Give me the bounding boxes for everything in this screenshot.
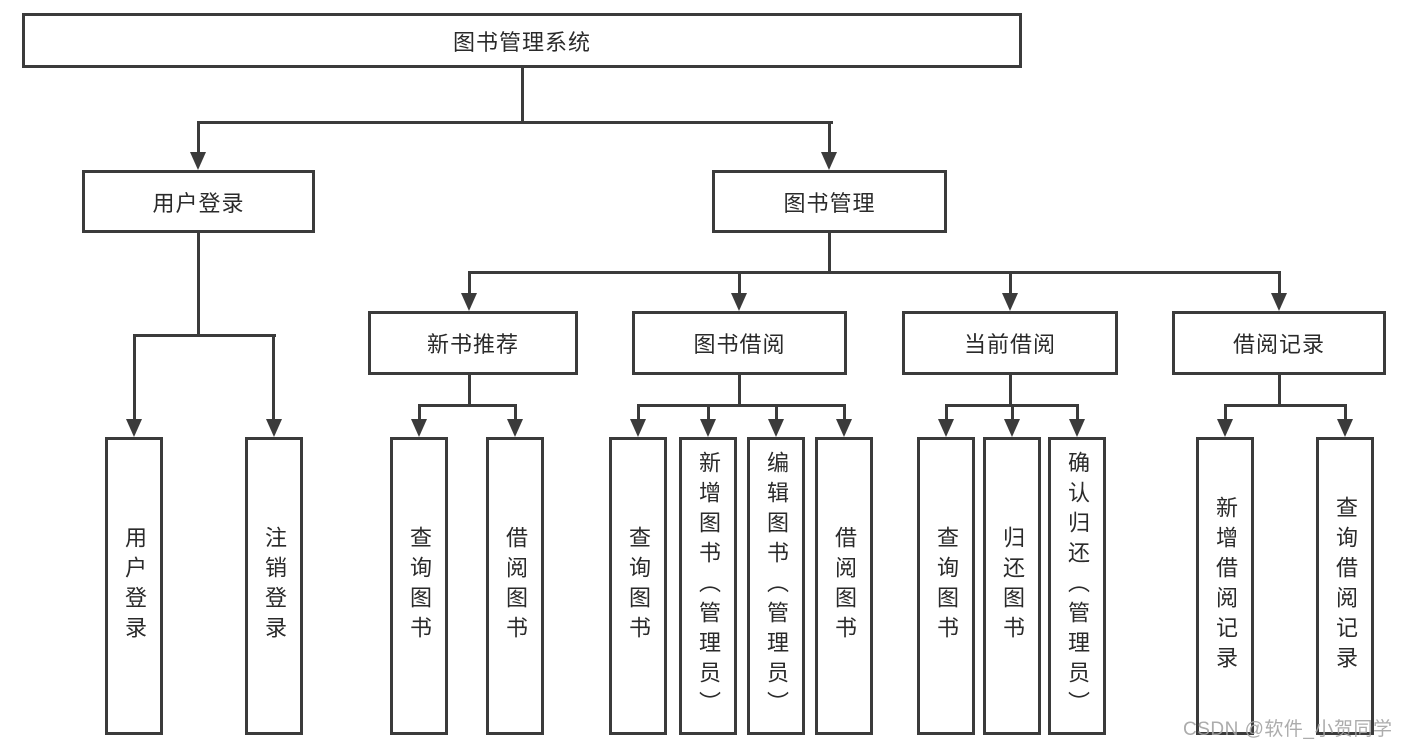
node-current-borrow-label: 当前借阅 <box>963 332 1056 357</box>
arrowhead-to-leaf-login <box>126 419 142 437</box>
arrowhead-new-book-leaf1 <box>411 419 427 437</box>
leaf-newbook-borrow-books: 借阅图书 <box>486 437 544 735</box>
leaf-borrow-add-books-admin: 新增图书（管理员） <box>679 437 737 735</box>
leaf-borrow-borrow-books: 借阅图书 <box>815 437 873 735</box>
connector-book-borrow-stem <box>738 375 741 406</box>
connector-book-mgmt-stem <box>828 233 831 274</box>
connector-book-borrow-rail <box>637 404 846 407</box>
connector-new-book-stem <box>468 375 471 406</box>
connector-book-mgmt-rail <box>468 271 1281 274</box>
leaf-borrow-add-books-admin-label: 新增图书（管理员） <box>696 451 721 721</box>
node-book-mgmt: 图书管理 <box>712 170 947 233</box>
connector-current-borrow-leaf1 <box>945 404 948 421</box>
arrowhead-borrow-record-leaf2 <box>1337 419 1353 437</box>
leaf-borrow-borrow-books-label: 借阅图书 <box>832 526 857 646</box>
leaf-borrow-query-books-label: 查询图书 <box>626 526 651 646</box>
connector-new-book-leaf2 <box>514 404 517 421</box>
leaf-borrow-edit-books-admin-label: 编辑图书（管理员） <box>764 451 789 721</box>
node-user-login-label: 用户登录 <box>152 190 245 216</box>
leaf-record-query-borrow-record: 查询借阅记录 <box>1316 437 1374 735</box>
leaf-borrow-edit-books-admin: 编辑图书（管理员） <box>747 437 805 735</box>
connector-to-leaf-login <box>133 334 136 420</box>
arrowhead-to-leaf-logout <box>266 419 282 437</box>
connector-root-stem <box>521 68 524 123</box>
leaf-newbook-query-books-label: 查询图书 <box>407 526 432 646</box>
arrowhead-to-book-mgmt <box>821 152 837 170</box>
connector-borrow-record-stem <box>1278 375 1281 406</box>
leaf-current-return-books-label: 归还图书 <box>1000 526 1025 646</box>
connector-new-book-leaf1 <box>418 404 421 421</box>
connector-root-rail <box>197 121 833 124</box>
connector-to-leaf-logout <box>272 334 275 420</box>
node-root-label: 图书管理系统 <box>452 29 591 55</box>
leaf-logout-label: 注销登录 <box>262 526 287 646</box>
csdn-watermark: CSDN @软件_小贺同学 <box>1183 719 1393 740</box>
connector-book-borrow-leaf2 <box>707 404 710 421</box>
leaf-newbook-query-books: 查询图书 <box>390 437 448 735</box>
arrowhead-current-borrow-leaf3 <box>1069 419 1085 437</box>
connector-borrow-record-leaf2 <box>1344 404 1347 421</box>
connector-to-borrow-record <box>1278 271 1281 295</box>
connector-to-new-book <box>468 271 471 295</box>
arrowhead-to-borrow-record <box>1271 293 1287 311</box>
node-book-borrow: 图书借阅 <box>632 311 847 375</box>
connector-book-borrow-leaf4 <box>843 404 846 421</box>
leaf-current-confirm-return-admin: 确认归还（管理员） <box>1048 437 1106 735</box>
node-book-borrow-label: 图书借阅 <box>693 332 786 357</box>
node-borrow-record: 借阅记录 <box>1172 311 1386 375</box>
node-current-borrow: 当前借阅 <box>902 311 1118 375</box>
arrowhead-to-book-borrow <box>731 293 747 311</box>
leaf-current-confirm-return-admin-label: 确认归还（管理员） <box>1065 451 1090 721</box>
arrowhead-current-borrow-leaf2 <box>1004 419 1020 437</box>
node-new-book-recommend-label: 新书推荐 <box>426 332 519 357</box>
arrowhead-borrow-record-leaf1 <box>1217 419 1233 437</box>
leaf-current-query-books: 查询图书 <box>917 437 975 735</box>
node-user-login: 用户登录 <box>82 170 315 233</box>
leaf-record-add-borrow-record: 新增借阅记录 <box>1196 437 1254 735</box>
arrowhead-to-new-book <box>461 293 477 311</box>
connector-book-borrow-leaf3 <box>775 404 778 421</box>
arrowhead-current-borrow-leaf1 <box>938 419 954 437</box>
leaf-user-login: 用户登录 <box>105 437 163 735</box>
connector-root-to-user-login <box>197 121 200 154</box>
connector-borrow-record-leaf1 <box>1224 404 1227 421</box>
node-book-mgmt-label: 图书管理 <box>783 190 876 216</box>
arrowhead-new-book-leaf2 <box>507 419 523 437</box>
leaf-current-return-books: 归还图书 <box>983 437 1041 735</box>
leaf-newbook-borrow-books-label: 借阅图书 <box>503 526 528 646</box>
connector-current-borrow-stem <box>1009 375 1012 406</box>
connector-to-book-borrow <box>738 271 741 295</box>
connector-current-borrow-leaf3 <box>1076 404 1079 421</box>
connector-user-login-stem <box>197 233 200 337</box>
arrowhead-book-borrow-leaf4 <box>836 419 852 437</box>
connector-root-to-book-mgmt <box>828 121 831 154</box>
arrowhead-book-borrow-leaf3 <box>768 419 784 437</box>
connector-to-current-borrow <box>1009 271 1012 295</box>
leaf-current-query-books-label: 查询图书 <box>934 526 959 646</box>
leaf-borrow-query-books: 查询图书 <box>609 437 667 735</box>
leaf-record-add-borrow-record-label: 新增借阅记录 <box>1213 496 1238 676</box>
connector-user-login-rail <box>133 334 276 337</box>
arrowhead-book-borrow-leaf2 <box>700 419 716 437</box>
node-new-book-recommend: 新书推荐 <box>368 311 578 375</box>
connector-new-book-rail <box>418 404 517 407</box>
arrowhead-book-borrow-leaf1 <box>630 419 646 437</box>
arrowhead-to-current-borrow <box>1002 293 1018 311</box>
connector-book-borrow-leaf1 <box>637 404 640 421</box>
leaf-record-query-borrow-record-label: 查询借阅记录 <box>1333 496 1358 676</box>
node-root-library-system: 图书管理系统 <box>22 13 1022 68</box>
connector-borrow-record-rail <box>1224 404 1347 407</box>
leaf-logout: 注销登录 <box>245 437 303 735</box>
leaf-user-login-label: 用户登录 <box>122 526 147 646</box>
arrowhead-to-user-login <box>190 152 206 170</box>
connector-current-borrow-leaf2 <box>1011 404 1014 421</box>
node-borrow-record-label: 借阅记录 <box>1232 332 1325 357</box>
